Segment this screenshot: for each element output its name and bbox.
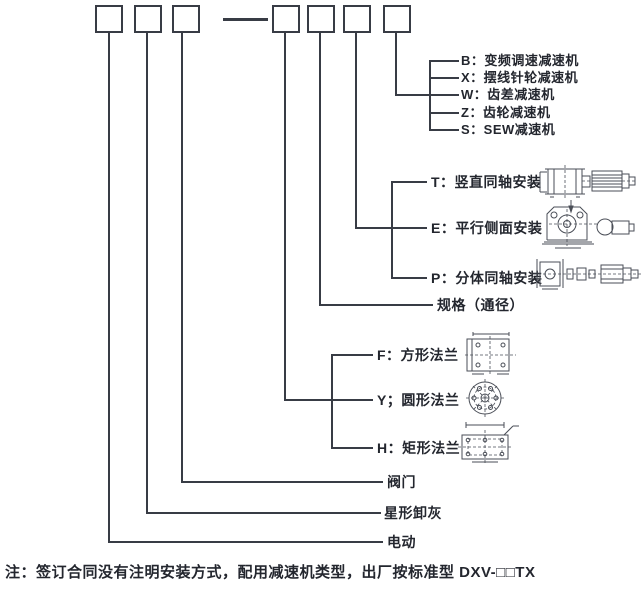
connector-line — [331, 354, 373, 356]
reducer-type-label-z: Z：齿轮减速机 — [461, 105, 551, 120]
connector-line — [319, 33, 321, 305]
code-box-5 — [307, 5, 335, 33]
spec-label: 规格（通径） — [437, 297, 524, 313]
connector-line — [395, 33, 397, 95]
connector-line — [391, 181, 427, 183]
connector-line — [284, 399, 373, 401]
connector-line — [181, 33, 183, 483]
connector-line — [355, 227, 427, 229]
connector-line — [429, 129, 459, 131]
code-box-7 — [383, 5, 411, 33]
valve-label: 阀门 — [387, 474, 416, 490]
connector-line — [108, 33, 110, 543]
install-type-label-e: E：平行侧面安装 — [431, 220, 543, 236]
reducer-type-label-b: B：变频调速减速机 — [461, 53, 579, 68]
connector-line — [146, 33, 148, 514]
round-flange-drawing-icon — [464, 379, 508, 417]
code-box-6 — [343, 5, 371, 33]
split-coaxial-install-drawing-icon — [533, 255, 643, 292]
code-dash-separator — [223, 18, 268, 21]
reducer-type-label-s: S：SEW减速机 — [461, 122, 556, 137]
code-box-2 — [134, 5, 162, 33]
footnote: 注：签订合同没有注明安装方式，配用减速机类型，出厂按标准型 DXV-□□TX — [5, 564, 536, 581]
code-box-4 — [272, 5, 300, 33]
square-flange-drawing-icon — [464, 332, 518, 378]
connector-line — [429, 112, 459, 114]
parallel-side-install-drawing-icon — [541, 200, 637, 252]
connector-line — [319, 304, 433, 306]
connector-line — [395, 94, 459, 96]
connector-line — [331, 447, 373, 449]
connector-line — [146, 512, 381, 514]
install-type-label-t: T：竖直同轴安装 — [431, 174, 542, 190]
code-box-1 — [95, 5, 123, 33]
rect-flange-drawing-icon — [458, 417, 520, 465]
electric-label: 电动 — [387, 534, 416, 550]
connector-line — [429, 77, 459, 79]
connector-line — [355, 33, 357, 228]
install-type-label-p: P：分体同轴安装 — [431, 270, 543, 286]
connector-line — [284, 33, 286, 400]
connector-line — [108, 541, 383, 543]
connector-line — [391, 277, 427, 279]
flange-label-y: Y；圆形法兰 — [377, 392, 460, 408]
connector-line — [429, 60, 459, 62]
connector-line — [331, 354, 333, 449]
reducer-type-label-w: W：齿差减速机 — [461, 87, 555, 102]
flange-label-f: F：方形法兰 — [377, 347, 459, 363]
vertical-coaxial-install-drawing-icon — [536, 164, 642, 201]
code-box-3 — [172, 5, 200, 33]
star-discharge-label: 星形卸灰 — [384, 505, 442, 521]
connector-line — [181, 481, 383, 483]
flange-label-h: H：矩形法兰 — [377, 440, 461, 456]
connector-line — [391, 181, 393, 279]
reducer-type-label-x: X：摆线针轮减速机 — [461, 70, 579, 85]
